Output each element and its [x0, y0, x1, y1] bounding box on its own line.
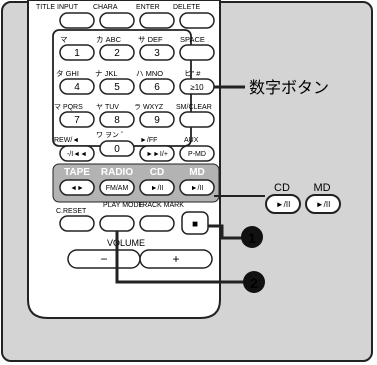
- label-title-input: TITLE INPUT: [36, 4, 79, 11]
- key-2[interactable]: [99, 44, 135, 61]
- radio-button[interactable]: [99, 179, 135, 196]
- svg-text:◄►: ◄►: [70, 185, 84, 192]
- svg-text:ハ MNO: ハ MNO: [136, 69, 163, 78]
- number-buttons-label: 数字ボタン: [249, 79, 329, 97]
- svg-text:FM/AM: FM/AM: [106, 185, 129, 192]
- md-play-button[interactable]: [179, 179, 215, 196]
- marker-1-line: [208, 224, 248, 240]
- svg-text:1: 1: [74, 48, 80, 59]
- svg-text:RADIO: RADIO: [101, 167, 133, 178]
- svg-text:PLAY MODE: PLAY MODE: [103, 202, 144, 209]
- marker-2-text: 2: [250, 275, 258, 291]
- key-1[interactable]: [59, 44, 95, 61]
- marker-1-badge: [241, 226, 263, 248]
- stop-button[interactable]: [181, 211, 209, 235]
- chara-button[interactable]: [99, 12, 135, 29]
- source-band: [52, 163, 220, 203]
- cd-callout-button: [265, 194, 301, 214]
- label-ma: マ: [60, 35, 68, 44]
- cd-play-button[interactable]: [139, 179, 175, 196]
- label-abc: カ ABC: [96, 35, 122, 44]
- space-button[interactable]: [179, 44, 215, 61]
- marker-2-line: [115, 231, 248, 284]
- svg-text:■: ■: [192, 219, 198, 230]
- delete-button[interactable]: [179, 12, 215, 29]
- svg-text:MD: MD: [189, 167, 205, 178]
- key-0[interactable]: [99, 140, 135, 157]
- volume-label: VOLUME: [107, 238, 145, 248]
- label-delete: DELETE: [173, 4, 201, 11]
- marker-2-badge: [243, 271, 265, 293]
- svg-text:-/I◄◄: -/I◄◄: [67, 151, 87, 158]
- label-space: SPACE: [180, 35, 205, 44]
- svg-text:2: 2: [114, 48, 120, 59]
- svg-text:CD: CD: [274, 182, 290, 194]
- svg-text:≥10: ≥10: [190, 83, 204, 92]
- svg-text:0: 0: [114, 144, 120, 155]
- svg-text:AUX: AUX: [184, 137, 199, 144]
- key-5[interactable]: [99, 78, 135, 95]
- play-mode-button[interactable]: [99, 215, 135, 232]
- md-callout-button: [305, 194, 341, 214]
- key-7[interactable]: [59, 111, 95, 128]
- label-def: サ DEF: [138, 35, 163, 44]
- key-6[interactable]: [139, 78, 175, 95]
- aux-button[interactable]: [179, 145, 215, 162]
- tape-button[interactable]: [59, 179, 95, 196]
- svg-text:CD: CD: [150, 167, 164, 178]
- volume-plus-button[interactable]: [139, 249, 213, 269]
- svg-text:TAPE: TAPE: [64, 167, 90, 178]
- svg-text:5: 5: [114, 82, 120, 93]
- sm-clear-button[interactable]: [179, 111, 215, 128]
- ff-button[interactable]: [139, 145, 175, 162]
- svg-text:ラ WXYZ: ラ WXYZ: [134, 103, 164, 111]
- svg-text:ヒ" #: ヒ" #: [184, 69, 201, 78]
- svg-text:TRACK MARK: TRACK MARK: [138, 202, 184, 209]
- svg-text:ワ ヲン ゜: ワ ヲン ゜: [96, 131, 128, 139]
- svg-text:C.RESET: C.RESET: [56, 208, 87, 215]
- svg-text:►/II: ►/II: [191, 185, 204, 192]
- track-mark-button[interactable]: [139, 215, 175, 232]
- svg-text:+: +: [172, 252, 179, 266]
- title-input-button[interactable]: [59, 12, 95, 29]
- key-3[interactable]: [139, 44, 175, 61]
- svg-text:9: 9: [154, 115, 160, 126]
- svg-text:3: 3: [154, 48, 160, 59]
- svg-text:7: 7: [74, 115, 80, 126]
- svg-text:►/II: ►/II: [276, 200, 291, 209]
- svg-text:SM/CLEAR: SM/CLEAR: [176, 104, 212, 111]
- key-9[interactable]: [139, 111, 175, 128]
- c-reset-button[interactable]: [59, 215, 95, 232]
- svg-text:8: 8: [114, 115, 120, 126]
- marker-1-text: 1: [248, 230, 256, 246]
- svg-text:MD: MD: [313, 182, 330, 194]
- rew-button[interactable]: [59, 145, 95, 162]
- svg-text:►/FF: ►/FF: [140, 137, 157, 144]
- svg-text:−: −: [100, 252, 107, 266]
- svg-text:タ GHI: タ GHI: [56, 69, 79, 78]
- label-chara: CHARA: [93, 4, 118, 11]
- enter-button[interactable]: [139, 12, 175, 29]
- svg-text:P-MD: P-MD: [188, 151, 206, 158]
- svg-text:►/II: ►/II: [316, 200, 331, 209]
- svg-text:マ PQRS: マ PQRS: [54, 103, 83, 111]
- svg-text:►►I/+: ►►I/+: [146, 151, 168, 158]
- svg-text:ヤ TUV: ヤ TUV: [96, 104, 119, 111]
- label-enter: ENTER: [136, 4, 160, 11]
- key-8[interactable]: [99, 111, 135, 128]
- svg-text:4: 4: [74, 82, 80, 93]
- key-4[interactable]: [59, 78, 95, 95]
- svg-text:►/II: ►/II: [151, 185, 164, 192]
- svg-text:REW/◄: REW/◄: [54, 137, 79, 144]
- svg-text:ナ JKL: ナ JKL: [95, 69, 118, 78]
- svg-text:6: 6: [154, 82, 160, 93]
